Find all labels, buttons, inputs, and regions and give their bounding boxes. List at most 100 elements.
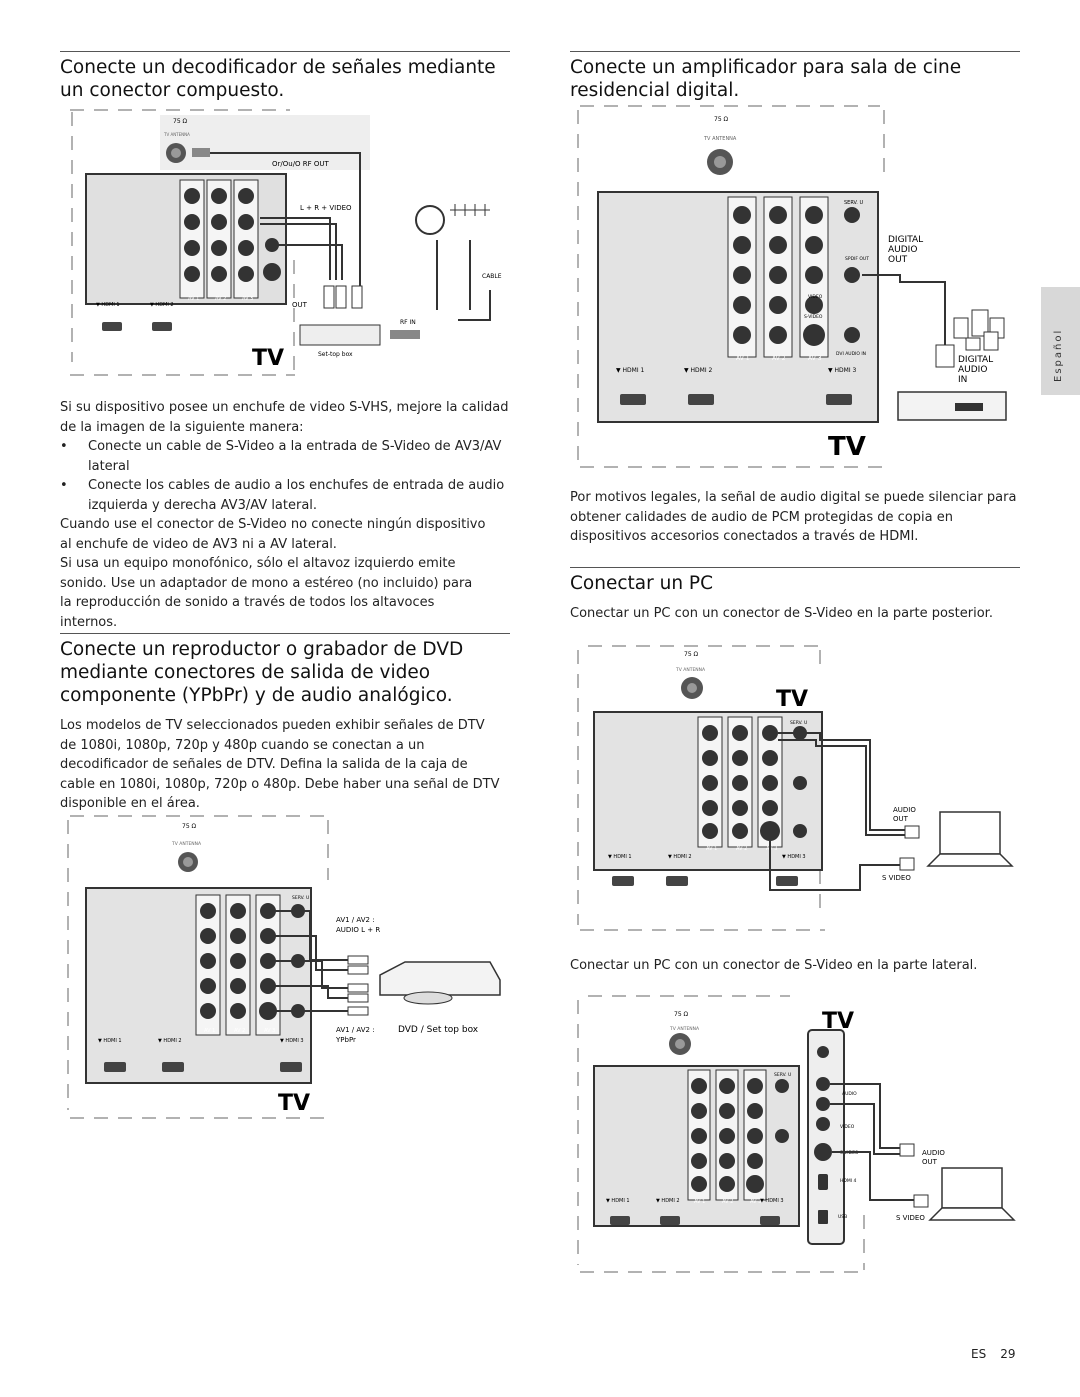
ohm-label: 75 Ω (173, 118, 188, 125)
diagram-amplifier: 75 Ω TV ANTENNA SERV. U SPDIF OUT VIDEO … (577, 105, 1007, 468)
diagram-pc-side: 75 Ω TV ANTENNA TV SERV. U AV 1 AV 2 AV … (577, 995, 1016, 1273)
dig-out-3: OUT (888, 255, 908, 265)
av12-ypbpr-label-1: AV1 / AV2 : (336, 1026, 375, 1034)
bullet-svideo-text: Conecte un cable de S-Video a la entrada… (88, 439, 502, 474)
ohm-label: 75 Ω (182, 823, 197, 830)
cable-label: CABLE (482, 273, 502, 280)
bullet-dot: • (60, 439, 68, 454)
svideo-pc-label: S VIDEO (896, 1214, 925, 1222)
av2-label: AV 2 (772, 355, 786, 362)
av2-label: AV 2 (215, 296, 226, 302)
av-jacks (733, 206, 860, 346)
hdmi2-port (162, 1062, 184, 1072)
svideo-label: S-VIDEO (804, 314, 823, 320)
av3-label: AV 3 (808, 355, 822, 362)
hdmi2-port (152, 322, 172, 331)
disc-icon (403, 991, 453, 1005)
heading-dvd: Conecte un reproductor o grabador de DVD… (60, 639, 464, 706)
tv-label: TV (252, 346, 284, 371)
av2-label: AV 2 (736, 846, 747, 852)
av12-ypbpr-label-2: YPbPr (335, 1036, 356, 1044)
hdmi2-label: ▼ HDMI 2 (656, 1198, 680, 1204)
serv-u-label: SERV. U (790, 720, 807, 726)
laptop-icon (926, 811, 1014, 867)
settop-label: Set-top box (318, 351, 353, 358)
hdmi2-label: ▼ HDMI 2 (150, 302, 174, 308)
lrvideo-label: L + R + VIDEO (300, 204, 352, 212)
dig-in-1: DIGITAL (958, 355, 993, 365)
hdmi2-label: ▼ HDMI 2 (668, 854, 692, 860)
av-cables (210, 152, 361, 290)
hdmi3-port (826, 394, 852, 405)
rf-out-label: Or/Ou/O RF OUT (272, 160, 330, 168)
hdmi3-port (776, 876, 798, 886)
optical-cable (862, 274, 946, 345)
dashed-frame (577, 105, 885, 468)
out-label: OUT (292, 301, 308, 309)
heading-amplifier: Conecte un amplificador para sala de cin… (570, 57, 962, 101)
antenna-cables (436, 240, 491, 321)
rf-in-plug (390, 330, 420, 339)
dashed-frame (67, 815, 329, 1119)
hdmi3-label: ▼ HDMI 3 (280, 1038, 304, 1044)
serv-u-label: SERV. U (844, 200, 863, 206)
dvd-player (379, 961, 501, 996)
audio-plug (904, 825, 920, 839)
legal-paragraph: Por motivos legales, la señal de audio d… (570, 490, 1017, 544)
laptop-icon (928, 1167, 1016, 1221)
pc-rear-text: Conectar un PC con un conector de S-Vide… (570, 606, 993, 621)
hdmi2-port (688, 394, 714, 405)
svideo-pc-label: S VIDEO (882, 874, 911, 882)
av1-label: AV 1 (204, 1028, 215, 1034)
antenna-icon (450, 204, 490, 216)
pc-side-text: Conectar un PC con un conector de S-Vide… (570, 958, 978, 973)
av1-label: AV 1 (188, 296, 199, 302)
video-label: VIDEO (808, 294, 823, 300)
dtv-paragraph: Los modelos de TV seleccionados pueden e… (60, 718, 500, 811)
av2-label: AV 2 (234, 1028, 245, 1034)
av2-label: AV 2 (722, 1199, 733, 1205)
av-jacks (702, 725, 807, 841)
pc-cables (769, 732, 905, 891)
bullet-svideo: • Conecte un cable de S-Video a la entra… (60, 437, 508, 476)
av-jacks (691, 1078, 789, 1193)
pc-cables (830, 1083, 914, 1201)
dashed-frame (70, 109, 295, 376)
bullet-audio: • Conecte los cables de audio a los ench… (60, 476, 508, 515)
cable-plugs (347, 955, 369, 1016)
dvi-audio-label: DVI AUDIO IN (836, 351, 866, 357)
hdmi1-port (104, 1062, 126, 1072)
optical-plug (935, 344, 955, 368)
svideo-plug (899, 857, 915, 871)
usb-label: USB (838, 1214, 847, 1220)
tv-antenna-label: TV ANTENNA (171, 841, 202, 847)
dig-in-3: IN (958, 375, 967, 385)
hdmi2-port (666, 876, 688, 886)
hdmi1-label: ▼ HDMI 1 (96, 302, 120, 308)
audio-out-1: AUDIO (922, 1149, 945, 1157)
tv-label: TV (828, 432, 866, 462)
amplifier-display (955, 403, 983, 411)
av1-label: AV 1 (706, 846, 717, 852)
dashed-frame (577, 645, 825, 931)
dvd-stb-label: DVD / Set top box (398, 1025, 479, 1035)
heading-composite: Conecte un decodificador de señales medi… (60, 57, 496, 101)
dig-in-2: AUDIO (958, 365, 987, 375)
hdmi2-port (660, 1216, 680, 1225)
hdmi2-label: ▼ HDMI 2 (158, 1038, 182, 1044)
ohm-label: 75 Ω (684, 651, 699, 658)
diagram-dvd-component: 75 Ω TV ANTENNA SERV. U AV 1 AV 2 AV 3 ▼… (67, 815, 501, 1119)
av-jacks (200, 903, 305, 1020)
hdmi1-label: ▼ HDMI 1 (98, 1038, 122, 1044)
hdmi1-label: ▼ HDMI 1 (606, 1198, 630, 1204)
av3-label: AV 3 (242, 296, 253, 302)
top-rule-right (570, 51, 1020, 52)
hdmi1-port (610, 1216, 630, 1225)
av3-label: AV 3 (264, 1028, 275, 1034)
rfin-label: RF IN (400, 319, 416, 326)
tv-antenna-label: TV ANTENNA (675, 667, 706, 673)
language-tab: Español (1041, 287, 1080, 395)
hdmi1-label: ▼ HDMI 1 (608, 854, 632, 860)
page-number: 29 (1000, 1347, 1016, 1361)
heading-pc: Conectar un PC (570, 573, 713, 594)
